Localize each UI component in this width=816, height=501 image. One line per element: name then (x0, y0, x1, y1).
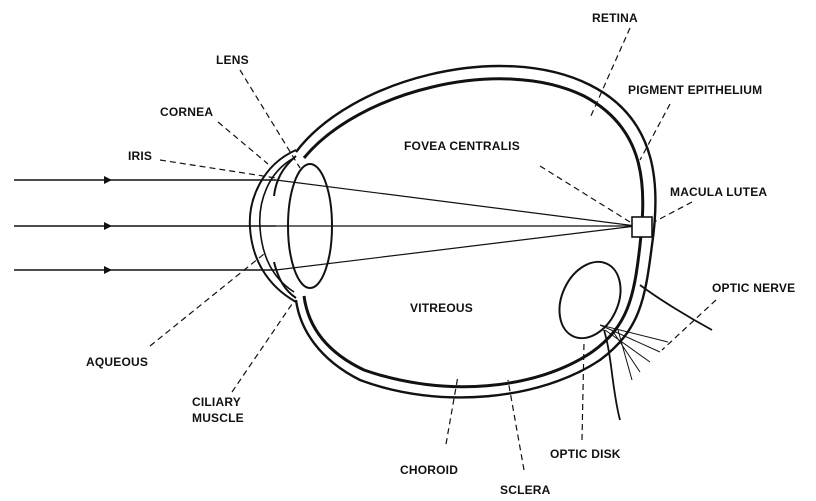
label-iris: IRIS (128, 149, 152, 163)
label-sclera: SCLERA (500, 483, 551, 497)
leader-iris (160, 160, 276, 178)
label-fovea-centralis: FOVEA CENTRALIS (404, 139, 520, 153)
leader-cornea (218, 122, 268, 164)
label-cornea: CORNEA (160, 105, 213, 119)
leader-fovea (540, 166, 630, 222)
leader-pigment (640, 104, 670, 160)
optic-nerve-shape (604, 285, 712, 420)
label-pigment-epithelium: PIGMENT EPITHELIUM (628, 83, 762, 97)
ray-arrow-middle (104, 222, 112, 230)
ray-arrow-top (104, 176, 112, 184)
leader-optic-nerve (662, 300, 716, 350)
label-macula-lutea: MACULA LUTEA (670, 185, 767, 199)
label-retina: RETINA (592, 11, 638, 25)
retina-outline (304, 79, 643, 387)
label-choroid: CHOROID (400, 463, 458, 477)
label-optic-disk: OPTIC DISK (550, 447, 621, 461)
label-aqueous: AQUEOUS (86, 355, 148, 369)
label-lens: LENS (216, 53, 249, 67)
macula-box (632, 217, 652, 237)
label-muscle: MUSCLE (192, 411, 244, 425)
leader-ciliary (232, 304, 292, 392)
leader-retina (590, 28, 630, 118)
ray-arrow-bottom (104, 266, 112, 274)
leader-aqueous (150, 254, 264, 346)
leader-macula (654, 202, 692, 222)
label-optic-nerve: OPTIC NERVE (712, 281, 795, 295)
label-ciliary: CILIARY (192, 395, 241, 409)
sclera-outline (296, 66, 656, 397)
label-vitreous: VITREOUS (410, 301, 473, 315)
